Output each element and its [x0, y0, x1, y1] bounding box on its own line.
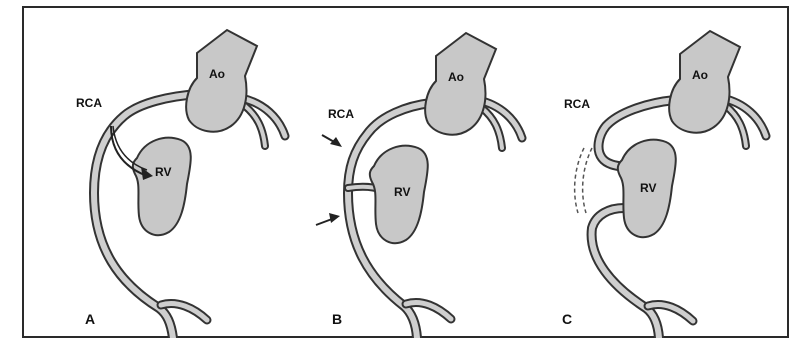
arrow-upper: [322, 135, 342, 147]
rca-label: RCA: [76, 96, 102, 110]
figure-frame: Ao RV RCA A: [22, 6, 789, 338]
ao-label: Ao: [692, 68, 708, 82]
ao-label: Ao: [209, 67, 225, 81]
panel-letter: C: [562, 311, 572, 327]
rv-label: RV: [155, 165, 171, 179]
rv-label: RV: [640, 181, 656, 195]
ao-label: Ao: [448, 70, 464, 84]
panel-b-diagram: Ao RV RCA B: [296, 8, 541, 338]
rca-label: RCA: [328, 107, 354, 121]
panel-c-diagram: Ao RV RCA C: [540, 8, 785, 338]
panel-letter: A: [85, 311, 95, 327]
panel-b: Ao RV RCA B: [296, 8, 541, 338]
panel-a-diagram: Ao RV RCA A: [49, 8, 294, 338]
left-coronary-branches: [241, 98, 285, 146]
arrow-lower: [316, 213, 340, 225]
panel-letter: B: [332, 311, 342, 327]
rv-label: RV: [394, 185, 410, 199]
dashed-excised-segment: [575, 148, 592, 213]
rv-shape: [133, 138, 191, 235]
panel-c: Ao RV RCA C: [540, 8, 785, 338]
panel-a: Ao RV RCA A: [49, 8, 294, 338]
rca-label: RCA: [564, 97, 590, 111]
